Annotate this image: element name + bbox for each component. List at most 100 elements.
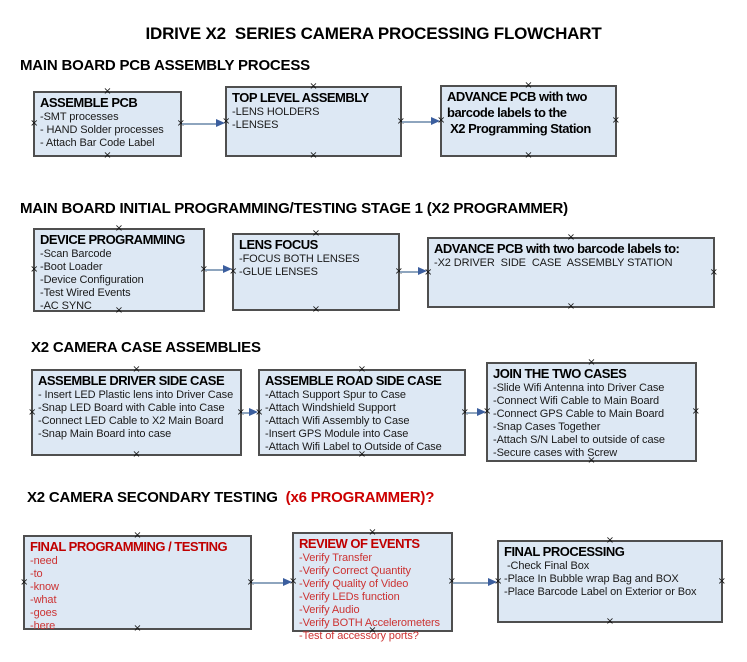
connector-handle-icon[interactable]: × (357, 449, 367, 460)
arrow-shaft (453, 581, 490, 584)
box-items: -Scan Barcode -Boot Loader -Device Confi… (40, 248, 144, 312)
connector-handle-icon[interactable]: × (103, 150, 112, 161)
connector-handle-icon[interactable]: × (709, 266, 718, 278)
box-title: ASSEMBLE ROAD SIDE CASE (265, 373, 442, 388)
connector-handle-icon[interactable]: × (229, 266, 238, 277)
box-items: -SMT processes - HAND Solder processes -… (40, 111, 164, 149)
connector-handle-icon[interactable]: × (30, 118, 39, 129)
flow-box-review-of-events[interactable]: REVIEW OF EVENTS -Verify Transfer -Verif… (289, 528, 456, 643)
flow-box-lens-focus[interactable]: LENS FOCUS -FOCUS BOTH LENSES -GLUE LENS… (229, 229, 403, 315)
arrow-shaft (252, 581, 285, 584)
arrow-head-icon (488, 578, 497, 586)
connector-handle-icon[interactable]: × (222, 115, 231, 127)
connector-handle-icon[interactable]: × (691, 406, 700, 417)
connector-handle-icon[interactable]: × (587, 357, 596, 368)
arrow-head-icon (477, 408, 486, 416)
arrow-shaft (400, 270, 420, 273)
connector-handle-icon[interactable]: × (289, 576, 298, 587)
connector-handle-icon[interactable]: × (566, 301, 576, 312)
section-header-secondary-testing: X2 CAMERA SECONDARY TESTING (x6 PROGRAMM… (27, 489, 434, 506)
section-header-red-suffix: (x6 PROGRAMMER)? (281, 489, 435, 506)
connector-handle-icon[interactable]: × (176, 118, 185, 129)
flow-box-advance-pcb-driver-side-station[interactable]: ADVANCE PCB with two barcode labels to: … (424, 233, 718, 312)
arrow-shaft (182, 122, 218, 125)
connector-arrow[interactable] (252, 578, 292, 587)
flow-box-final-programming-testing[interactable]: FINAL PROGRAMMING / TESTING -need -to -k… (20, 531, 255, 634)
connector-arrow[interactable] (402, 117, 440, 126)
arrow-shaft (402, 120, 433, 123)
connector-handle-icon[interactable]: × (236, 406, 245, 418)
flow-box-join-the-two-cases[interactable]: JOIN THE TWO CASES -Slide Wifi Antenna i… (483, 358, 700, 466)
connector-handle-icon[interactable]: × (246, 576, 255, 588)
box-title: ASSEMBLE PCB (40, 95, 138, 110)
flow-box-assemble-driver-side-case[interactable]: ASSEMBLE DRIVER SIDE CASE - Insert LED P… (28, 365, 245, 460)
section-header-text: X2 CAMERA SECONDARY TESTING (27, 489, 282, 506)
connector-arrow[interactable] (466, 408, 486, 417)
connector-handle-icon[interactable]: × (717, 575, 726, 587)
connector-handle-icon[interactable]: × (20, 576, 29, 588)
connector-handle-icon[interactable]: × (133, 530, 142, 541)
arrow-head-icon (216, 119, 225, 127)
connector-handle-icon[interactable]: × (494, 575, 503, 587)
box-title: JOIN THE TWO CASES (493, 366, 627, 381)
connector-handle-icon[interactable]: × (566, 232, 576, 243)
connector-handle-icon[interactable]: × (396, 115, 405, 127)
connector-handle-icon[interactable]: × (460, 406, 469, 418)
section-header-pcb-assembly: MAIN BOARD PCB ASSEMBLY PROCESS (20, 57, 310, 74)
connector-handle-icon[interactable]: × (357, 364, 367, 375)
connector-handle-icon[interactable]: × (133, 623, 142, 634)
box-items: -Check Final Box -Place In Bubble wrap B… (504, 560, 697, 598)
connector-handle-icon[interactable]: × (114, 305, 124, 316)
connector-handle-icon[interactable]: × (132, 449, 141, 460)
connector-handle-icon[interactable]: × (103, 86, 112, 97)
connector-handle-icon[interactable]: × (483, 406, 492, 417)
connector-handle-icon[interactable]: × (309, 150, 318, 161)
box-title: FINAL PROGRAMMING / TESTING (30, 539, 228, 554)
box-items: -need -to -know -what -goes -here (30, 555, 59, 632)
connector-handle-icon[interactable]: × (28, 406, 37, 418)
box-title: DEVICE PROGRAMMING (40, 232, 185, 247)
connector-handle-icon[interactable]: × (605, 535, 615, 546)
connector-handle-icon[interactable]: × (255, 406, 264, 418)
connector-handle-icon[interactable]: × (524, 150, 533, 161)
connector-handle-icon[interactable]: × (605, 616, 615, 627)
connector-handle-icon[interactable]: × (30, 264, 39, 275)
connector-handle-icon[interactable]: × (524, 80, 533, 91)
box-title: ADVANCE PCB with two barcode labels to t… (447, 89, 591, 136)
flow-box-assemble-road-side-case[interactable]: ASSEMBLE ROAD SIDE CASE -Attach Support … (255, 365, 469, 460)
connector-handle-icon[interactable]: × (368, 527, 377, 538)
box-items: -FOCUS BOTH LENSES -GLUE LENSES (239, 253, 360, 278)
flow-box-advance-pcb-programming-station[interactable]: ADVANCE PCB with two barcode labels to t… (437, 81, 620, 161)
flow-box-device-programming[interactable]: DEVICE PROGRAMMING -Scan Barcode -Boot L… (30, 224, 208, 316)
connector-arrow[interactable] (242, 408, 258, 417)
connector-handle-icon[interactable]: × (309, 81, 318, 92)
box-title: ADVANCE PCB with two barcode labels to: (434, 241, 680, 256)
connector-handle-icon[interactable]: × (311, 228, 321, 239)
connector-arrow[interactable] (182, 119, 225, 128)
connector-handle-icon[interactable]: × (114, 223, 124, 234)
connector-handle-icon[interactable]: × (132, 364, 141, 375)
connector-handle-icon[interactable]: × (368, 625, 377, 636)
connector-handle-icon[interactable]: × (311, 304, 321, 315)
connector-handle-icon[interactable]: × (447, 576, 456, 587)
arrow-head-icon (249, 408, 258, 416)
connector-handle-icon[interactable]: × (199, 264, 208, 275)
flow-box-assemble-pcb[interactable]: ASSEMBLE PCB -SMT processes - HAND Solde… (30, 87, 185, 161)
box-title: TOP LEVEL ASSEMBLY (232, 90, 369, 105)
connector-handle-icon[interactable]: × (437, 115, 446, 126)
connector-handle-icon[interactable]: × (611, 115, 620, 126)
connector-handle-icon[interactable]: × (424, 266, 433, 278)
connector-arrow[interactable] (453, 578, 497, 587)
arrow-head-icon (418, 267, 427, 275)
connector-arrow[interactable] (400, 267, 427, 276)
connector-handle-icon[interactable]: × (394, 266, 403, 277)
box-items: -Slide Wifi Antenna into Driver Case -Co… (493, 382, 665, 459)
box-items: -X2 DRIVER SIDE CASE ASSEMBLY STATION (434, 257, 673, 269)
connector-handle-icon[interactable]: × (587, 455, 596, 466)
connector-arrow[interactable] (205, 265, 232, 274)
arrow-head-icon (283, 578, 292, 586)
flow-box-final-processing[interactable]: FINAL PROCESSING -Check Final Box -Place… (494, 536, 726, 627)
flow-box-top-level-assembly[interactable]: TOP LEVEL ASSEMBLY -LENS HOLDERS -LENSES… (222, 82, 405, 161)
arrow-head-icon (223, 265, 232, 273)
